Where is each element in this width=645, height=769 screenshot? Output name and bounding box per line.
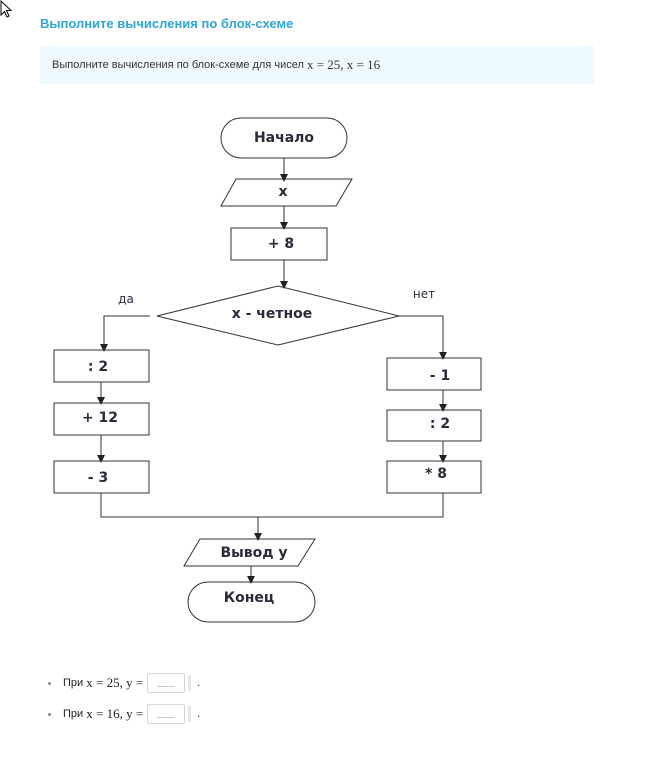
yes-step-3-label: - 3 [88,470,108,486]
answer-prefix: При [63,708,84,720]
mouse-cursor-icon [0,0,13,18]
yes-step-2-label: + 12 [82,410,118,426]
yes-label: да [118,292,134,306]
no-step-1 [386,357,482,391]
no-step-2 [386,409,482,442]
answer-suffix: . [197,677,201,689]
input-handle [188,706,192,722]
yes-step-1-label: : 2 [88,359,108,375]
answer-row: При x = 16, y = . [48,703,200,725]
answers-list: При x = 25, y = . При x = 16, y = . [48,672,200,734]
answer-prefix: При [63,677,84,689]
output-label: Вывод y [220,545,287,561]
answer-suffix: . [197,708,201,720]
task-statement: Выполните вычисления по блок-схеме для ч… [40,46,594,84]
no-step-3-label: * 8 [425,466,447,482]
task-text: Выполните вычисления по блок-схеме для ч… [52,59,304,71]
answer-input-x16[interactable] [147,704,186,724]
no-step-3 [386,460,482,494]
answer-math: x = 16, y = [86,706,144,721]
input-block [220,178,353,207]
task-title: Выполните вычисления по блок-схеме [40,16,294,31]
yes-step-1 [53,349,150,383]
answer-input-x25[interactable] [147,673,186,693]
output-block [183,538,316,567]
condition-label: x - четное [232,306,313,322]
no-step-1-label: - 1 [430,368,450,384]
no-label: нет [413,287,435,301]
bullet [48,712,51,716]
add8-block [230,227,328,261]
start-label: Начало [254,130,314,146]
add8-label: + 8 [268,236,294,252]
flowchart: Начало x + 8 x - четное да нет : 2 + 12 … [53,117,482,623]
end-label: Конец [224,590,275,606]
answer-math: x = 25, y = [86,675,144,690]
answer-row: При x = 25, y = . [48,672,200,694]
task-math: x = 25, x = 16 [306,57,381,72]
bullet [48,681,51,685]
no-step-2-label: : 2 [430,416,450,432]
input-handle [188,675,192,691]
input-label: x [278,184,287,200]
